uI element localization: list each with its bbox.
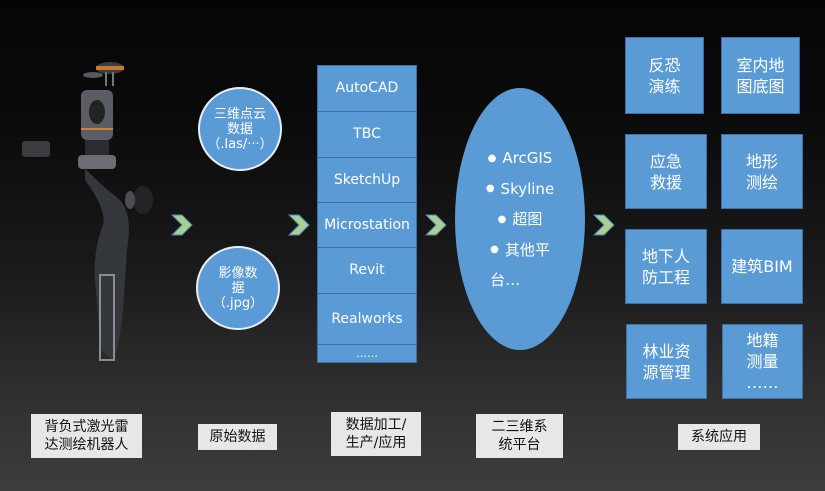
caption-device: 背负式激光雷 达测绘机器人 [31, 414, 142, 458]
arrow-right-icon [170, 214, 193, 236]
caption-processing: 数据加工/ 生产/应用 [331, 412, 421, 456]
platform-item: ● ArcGIS [488, 143, 553, 174]
software-item: Realworks [318, 294, 416, 345]
platform-item: ●其他平 台… [490, 235, 550, 296]
platform-label: Skyline [500, 179, 555, 198]
arrow-right-icon [287, 214, 310, 236]
application-tile: 地形 测绘 [721, 134, 803, 209]
software-item: …… [356, 347, 378, 360]
caption-platform: 二三维系 统平台 [476, 414, 563, 458]
software-item: Revit [318, 248, 416, 294]
software-item: TBC [318, 112, 416, 158]
platform-item: ● Skyline [486, 174, 554, 205]
bullet-icon: ● [485, 183, 495, 194]
platform-label: ArcGIS [502, 149, 553, 167]
application-tile: 建筑BIM [721, 229, 803, 304]
software-item: SketchUp [318, 158, 416, 203]
application-tile: 林业资 源管理 [626, 324, 707, 399]
platform-ellipse: ●ArcGIS ●Skyline ●超图 ●其他平 台… [455, 88, 585, 350]
platform-item: ● 超图 [498, 204, 543, 235]
application-tile: 地籍 测量 …… [722, 324, 803, 399]
application-tile: 地下人 防工程 [625, 229, 707, 304]
application-tile: 应急 救援 [625, 134, 707, 209]
caption-raw-data: 原始数据 [198, 424, 277, 450]
bullet-icon: ● [497, 213, 507, 225]
bullet-icon: ● [487, 152, 497, 164]
platform-label: 其他平 台… [490, 240, 550, 290]
application-tile: 室内地 图底图 [721, 37, 800, 114]
processing-software-list: AutoCAD TBC SketchUp Microstation Revit … [317, 65, 417, 363]
arrow-right-icon [592, 214, 615, 236]
arrow-right-icon [424, 214, 447, 236]
raw-data-point-cloud: 三维点云 数据 （.las/···） [198, 87, 282, 171]
backpack-lidar-device-icon [22, 62, 153, 361]
software-item: Microstation [318, 203, 416, 248]
bullet-icon: ● [490, 244, 499, 255]
caption-applications: 系统应用 [678, 424, 760, 450]
raw-data-imagery: 影像数 据 （.jpg） [196, 246, 280, 330]
software-item: AutoCAD [318, 66, 416, 112]
platform-label: 超图 [512, 210, 543, 228]
application-tile: 反恐 演练 [625, 37, 704, 114]
